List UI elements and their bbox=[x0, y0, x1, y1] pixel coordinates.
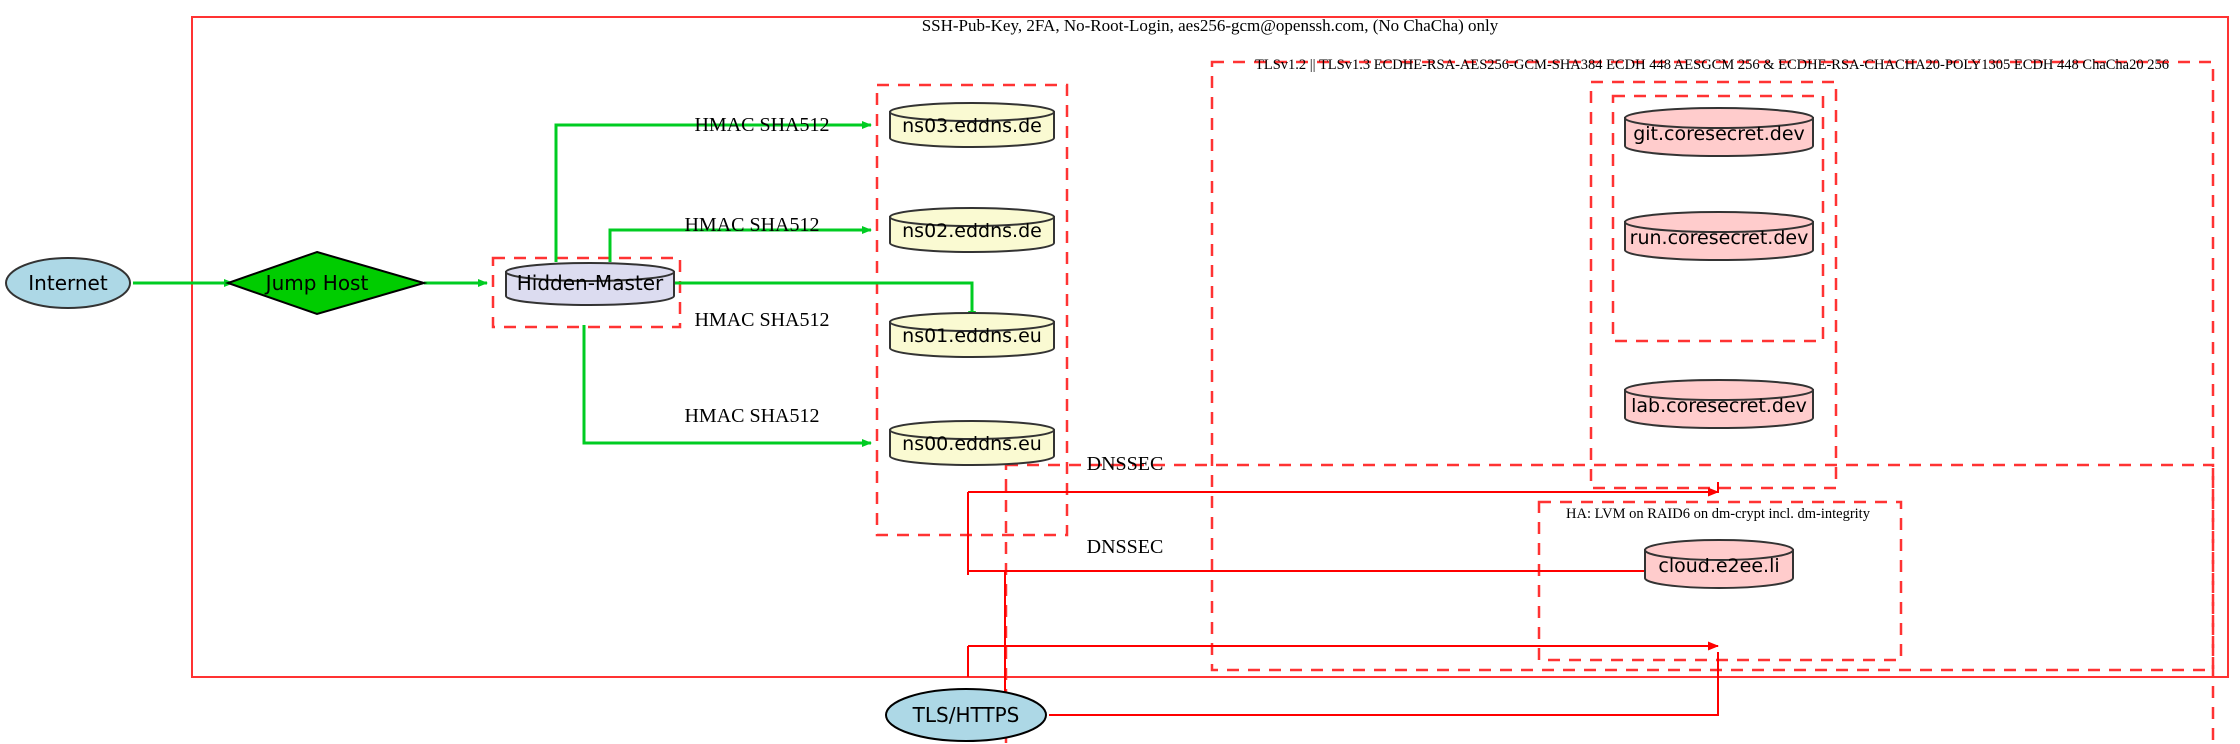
node-lab-shape[interactable] bbox=[1624, 379, 1814, 429]
edge-hiddenmaster-to-ns01 bbox=[672, 281, 976, 321]
dns-cluster-box bbox=[875, 83, 1069, 537]
node-ns00-shape[interactable] bbox=[889, 420, 1055, 466]
ssh-policy-note: SSH-Pub-Key, 2FA, No-Root-Login, aes256-… bbox=[922, 16, 1499, 35]
edge-hiddenmaster-to-ns00 bbox=[582, 325, 872, 447]
edge-label-dnssec-upper: DNSSEC bbox=[1087, 453, 1164, 475]
node-run-shape[interactable] bbox=[1624, 211, 1814, 261]
edge-hiddenmaster-to-ns03 bbox=[554, 121, 872, 262]
ha-policy-note: HA: LVM on RAID6 on dm-crypt incl. dm-in… bbox=[1566, 506, 1871, 522]
node-tlshttps-label: TLS/HTTPS bbox=[912, 703, 1020, 727]
node-ns00-label: ns00.eddns.eu bbox=[902, 433, 1042, 455]
node-jumphost-shape[interactable] bbox=[224, 250, 428, 316]
edge-label-dnssec-lower: DNSSEC bbox=[1087, 536, 1164, 558]
node-lab-label: lab.coresecret.dev bbox=[1631, 395, 1807, 417]
node-hiddenmaster-shape[interactable] bbox=[505, 262, 675, 306]
edge-dnssec-upper-seg bbox=[968, 482, 1719, 493]
node-ns01-label: ns01.eddns.eu bbox=[902, 325, 1042, 347]
ha-cluster-box bbox=[1537, 500, 1903, 662]
node-ns02-label: ns02.eddns.de bbox=[902, 220, 1042, 242]
hidden-master-cluster-box bbox=[491, 256, 682, 329]
edge-hiddenmaster-to-ns02 bbox=[608, 226, 872, 262]
node-jumphost-label: Jump Host bbox=[264, 271, 369, 295]
node-tlshttps-shape[interactable] bbox=[885, 688, 1047, 742]
node-cloud-label: cloud.e2ee.li bbox=[1658, 555, 1779, 577]
tls-policy-note: TLSv1.2 || TLSv1.3 ECDHE-RSA-AES256-GCM-… bbox=[1255, 57, 2169, 73]
node-ns02-shape[interactable] bbox=[889, 207, 1055, 253]
edge-label-hmac-ns00: HMAC SHA512 bbox=[684, 405, 819, 427]
node-ns01-shape[interactable] bbox=[889, 312, 1055, 358]
edge-label-hmac-ns02: HMAC SHA512 bbox=[684, 214, 819, 236]
ssh-boundary-box bbox=[191, 16, 2229, 678]
node-run-label: run.coresecret.dev bbox=[1630, 227, 1809, 249]
node-cloud-shape[interactable] bbox=[1644, 539, 1794, 589]
edge-label-hmac-ns03: HMAC SHA512 bbox=[694, 114, 829, 136]
edge-label-hmac-ns01: HMAC SHA512 bbox=[694, 309, 829, 331]
node-git-shape[interactable] bbox=[1624, 107, 1814, 157]
git-run-inner-box bbox=[1611, 94, 1825, 343]
node-internet-shape[interactable] bbox=[5, 257, 131, 309]
node-ns03-shape[interactable] bbox=[889, 102, 1055, 148]
edge-tlshttps-to-services bbox=[1049, 652, 1719, 716]
node-git-label: git.coresecret.dev bbox=[1633, 123, 1805, 145]
node-internet-label: Internet bbox=[28, 271, 108, 295]
tls-zone-box bbox=[1210, 60, 2215, 672]
node-hiddenmaster-label: Hidden-Master bbox=[517, 271, 664, 295]
coresecret-cluster-box bbox=[1589, 80, 1838, 490]
node-ns03-label: ns03.eddns.de bbox=[902, 115, 1042, 137]
